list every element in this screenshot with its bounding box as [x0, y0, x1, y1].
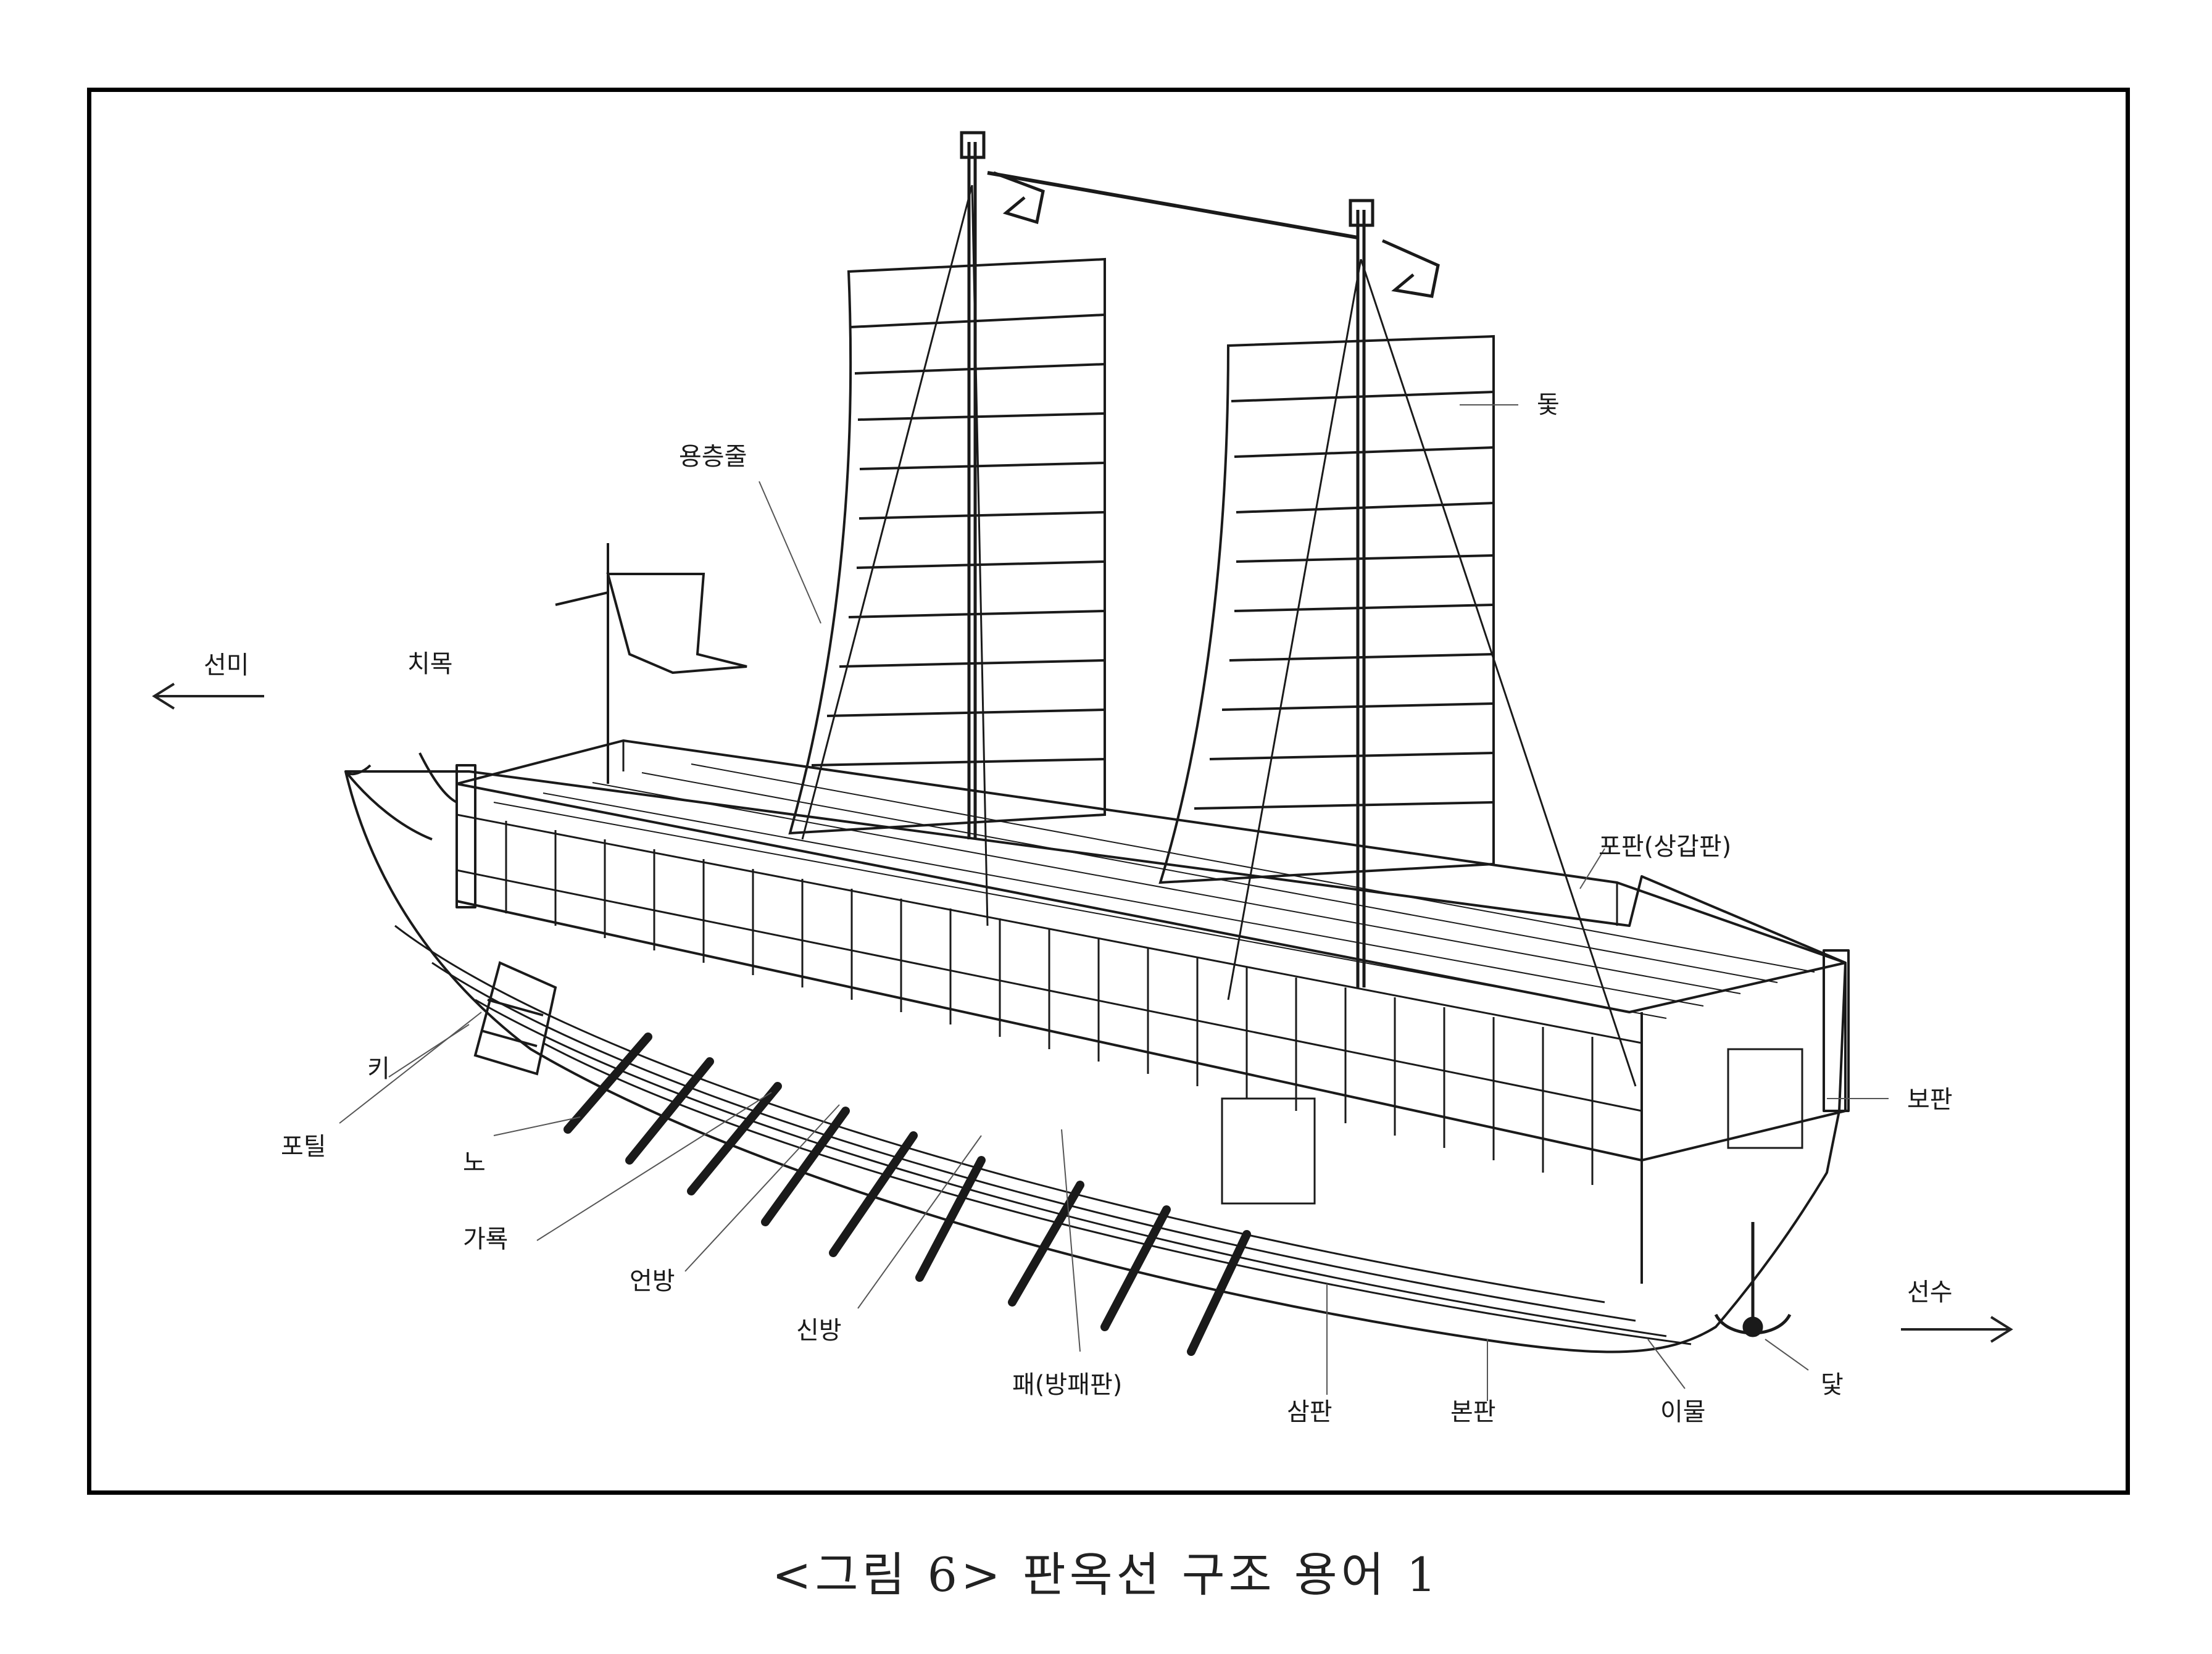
oars: [563, 1033, 1251, 1356]
side-windows: [505, 821, 1803, 1205]
label-side-plank: 삼판: [1287, 1398, 1333, 1426]
front-mast: [987, 171, 1440, 987]
stern-arrowhead: [152, 683, 175, 710]
label-anchor: 닻: [1821, 1371, 1844, 1399]
leader-lines: [339, 404, 1889, 1401]
label-stern-post: 치목: [407, 650, 453, 678]
label-stern-direction: 선미: [204, 651, 249, 679]
label-bottom-plank: 본판: [1450, 1398, 1496, 1426]
ship-hull: [344, 739, 1850, 1353]
label-potil: 포틸: [281, 1132, 326, 1161]
label-rudder: 키: [367, 1055, 390, 1083]
label-bopan: 보판: [1907, 1086, 1953, 1114]
label-garyuk: 가룍: [463, 1225, 509, 1253]
anchor: [1714, 1222, 1792, 1337]
bow-arrowhead: [1990, 1316, 2013, 1343]
rear-sail: [788, 257, 1106, 835]
rudder: [473, 961, 557, 1076]
figure-frame: [87, 88, 2130, 1495]
label-sail: 돛: [1537, 391, 1560, 419]
label-bow: 이물: [1660, 1398, 1706, 1426]
label-upper-deck: 포판(상갑판): [1599, 833, 1732, 861]
label-halyard: 용층줄: [679, 443, 747, 471]
label-sinbang: 신방: [796, 1316, 842, 1345]
front-sail: [1158, 335, 1495, 884]
stern-flag: [555, 543, 747, 784]
label-oar: 노: [463, 1149, 486, 1177]
rigging: [801, 185, 1637, 1087]
figure-caption: <그림 6> 판옥선 구조 용어 1: [771, 1547, 1441, 1602]
rear-mast: [960, 131, 1045, 839]
label-shield-board: 패(방패판): [1012, 1371, 1123, 1399]
label-eonbang: 언방: [630, 1267, 675, 1295]
label-bow-direction: 선수: [1907, 1278, 1953, 1307]
